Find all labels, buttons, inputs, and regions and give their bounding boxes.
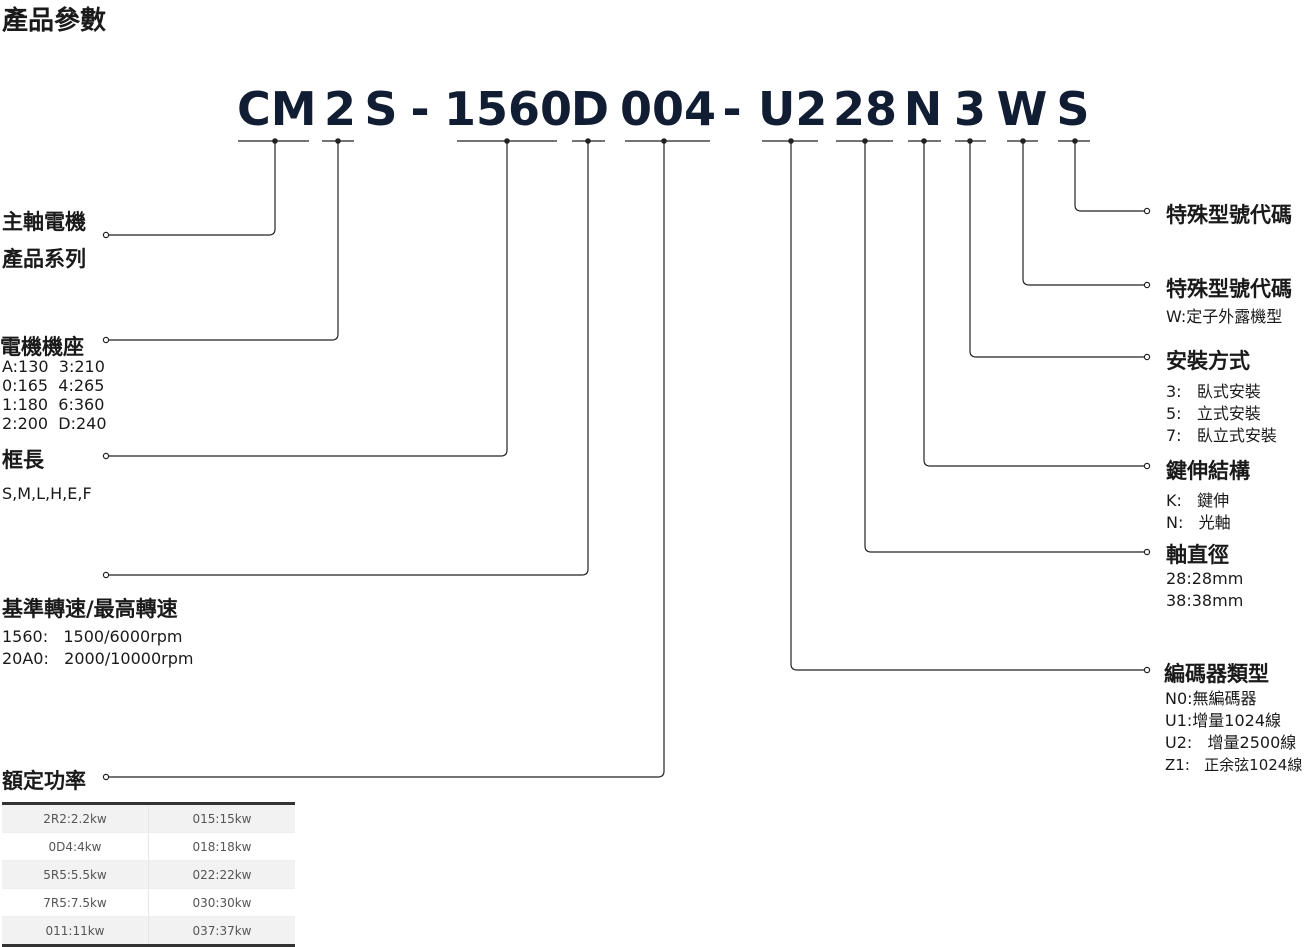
table-row: 7R5:7.5kw 030:30kw: [2, 888, 295, 917]
code-segment-special-s: S: [1056, 82, 1090, 136]
shaft-heading: 軸直徑: [1166, 543, 1229, 567]
table-row: 0D4:4kw 018:18kw: [2, 832, 295, 861]
mount-option: 3: 臥式安裝: [1166, 382, 1261, 401]
shaft-options: 28:28mm 38:38mm: [1166, 568, 1243, 612]
encoder-option: U2: 增量2500線: [1165, 733, 1297, 752]
table-cell: 011:11kw: [2, 916, 149, 946]
table-cell: 037:37kw: [148, 916, 295, 946]
code-segment-power: 004: [620, 82, 717, 136]
mount-heading: 安裝方式: [1166, 349, 1250, 373]
frame-options: A:130 3:210 0:165 4:265 1:180 6:360 2:20…: [2, 357, 107, 433]
encoder-option: Z1: 正余弦1024線: [1165, 756, 1303, 774]
table-cell: 5R5:5.5kw: [2, 860, 149, 889]
spindle-label: 主軸電機: [2, 210, 86, 234]
key-option: K: 鍵伸: [1166, 491, 1230, 510]
encoder-heading: 編碼器類型: [1164, 662, 1269, 686]
code-segment-series: CM: [237, 82, 317, 136]
frame-option: 2:200 D:240: [2, 414, 107, 433]
speed-option: 1560: 1500/6000rpm: [2, 627, 183, 646]
code-segment-shaft: 28: [833, 82, 898, 136]
code-segment-special-w: W: [996, 82, 1048, 136]
table-row: 011:11kw 037:37kw: [2, 916, 295, 946]
power-heading: 額定功率: [2, 769, 86, 793]
speed-option: 20A0: 2000/10000rpm: [2, 649, 194, 668]
encoder-options: N0:無編碼器 U1:增量1024線 U2: 增量2500線 Z1: 正余弦10…: [1165, 688, 1302, 776]
code-segment-speed: 1560: [444, 82, 573, 136]
code-segment-encoder: U2: [758, 82, 828, 136]
table-row: 2R2:2.2kw 015:15kw: [2, 803, 295, 833]
shaft-option: 38:38mm: [1166, 591, 1244, 610]
special-code-option: W:定子外露機型: [1166, 307, 1283, 326]
shaft-option: 28:28mm: [1166, 569, 1244, 588]
speed-heading: 基準轉速/最高轉速: [2, 597, 178, 621]
frame-option: 1:180 6:360: [2, 395, 105, 414]
page-title: 產品參數: [2, 6, 107, 36]
table-cell: 022:22kw: [148, 860, 295, 889]
table-cell: 030:30kw: [148, 888, 295, 917]
code-segment-key: N: [903, 82, 943, 136]
mount-options: 3: 臥式安裝 5: 立式安裝 7: 臥立式安裝: [1166, 381, 1277, 447]
power-table: 2R2:2.2kw 015:15kw 0D4:4kw 018:18kw 5R5:…: [2, 802, 295, 947]
mount-option: 5: 立式安裝: [1166, 404, 1261, 423]
encoder-option: N0:無編碼器: [1165, 689, 1257, 708]
table-cell: 7R5:7.5kw: [2, 888, 149, 917]
frame-option: 0:165 4:265: [2, 376, 105, 395]
speed-options: 1560: 1500/6000rpm 20A0: 2000/10000rpm: [2, 626, 193, 670]
length-heading: 框長: [2, 448, 44, 472]
mount-option: 7: 臥立式安裝: [1166, 426, 1277, 445]
key-options: K: 鍵伸 N: 光軸: [1166, 490, 1231, 534]
table-cell: 2R2:2.2kw: [2, 803, 149, 833]
frame-heading: 電機機座: [0, 335, 84, 359]
series-label: 產品系列: [2, 247, 86, 271]
code-segment-s: S: [364, 82, 398, 136]
code-segment-mount: 3: [953, 82, 986, 136]
special-code-heading: 特殊型號代碼: [1166, 203, 1292, 227]
special-code-heading-2: 特殊型號代碼: [1166, 277, 1292, 301]
table-cell: 015:15kw: [148, 803, 295, 833]
code-segment-frame: 2: [323, 82, 356, 136]
table-cell: 0D4:4kw: [2, 832, 149, 861]
encoder-option: U1:增量1024線: [1165, 711, 1282, 730]
frame-option: A:130 3:210: [2, 357, 105, 376]
length-options: S,M,L,H,E,F: [2, 484, 92, 503]
key-heading: 鍵伸結構: [1166, 459, 1250, 483]
key-option: N: 光軸: [1166, 513, 1231, 532]
table-row: 5R5:5.5kw 022:22kw: [2, 860, 295, 889]
code-dash: -: [722, 82, 742, 136]
code-segment-d: D: [570, 82, 610, 136]
code-dash: -: [410, 82, 430, 136]
table-cell: 018:18kw: [148, 832, 295, 861]
